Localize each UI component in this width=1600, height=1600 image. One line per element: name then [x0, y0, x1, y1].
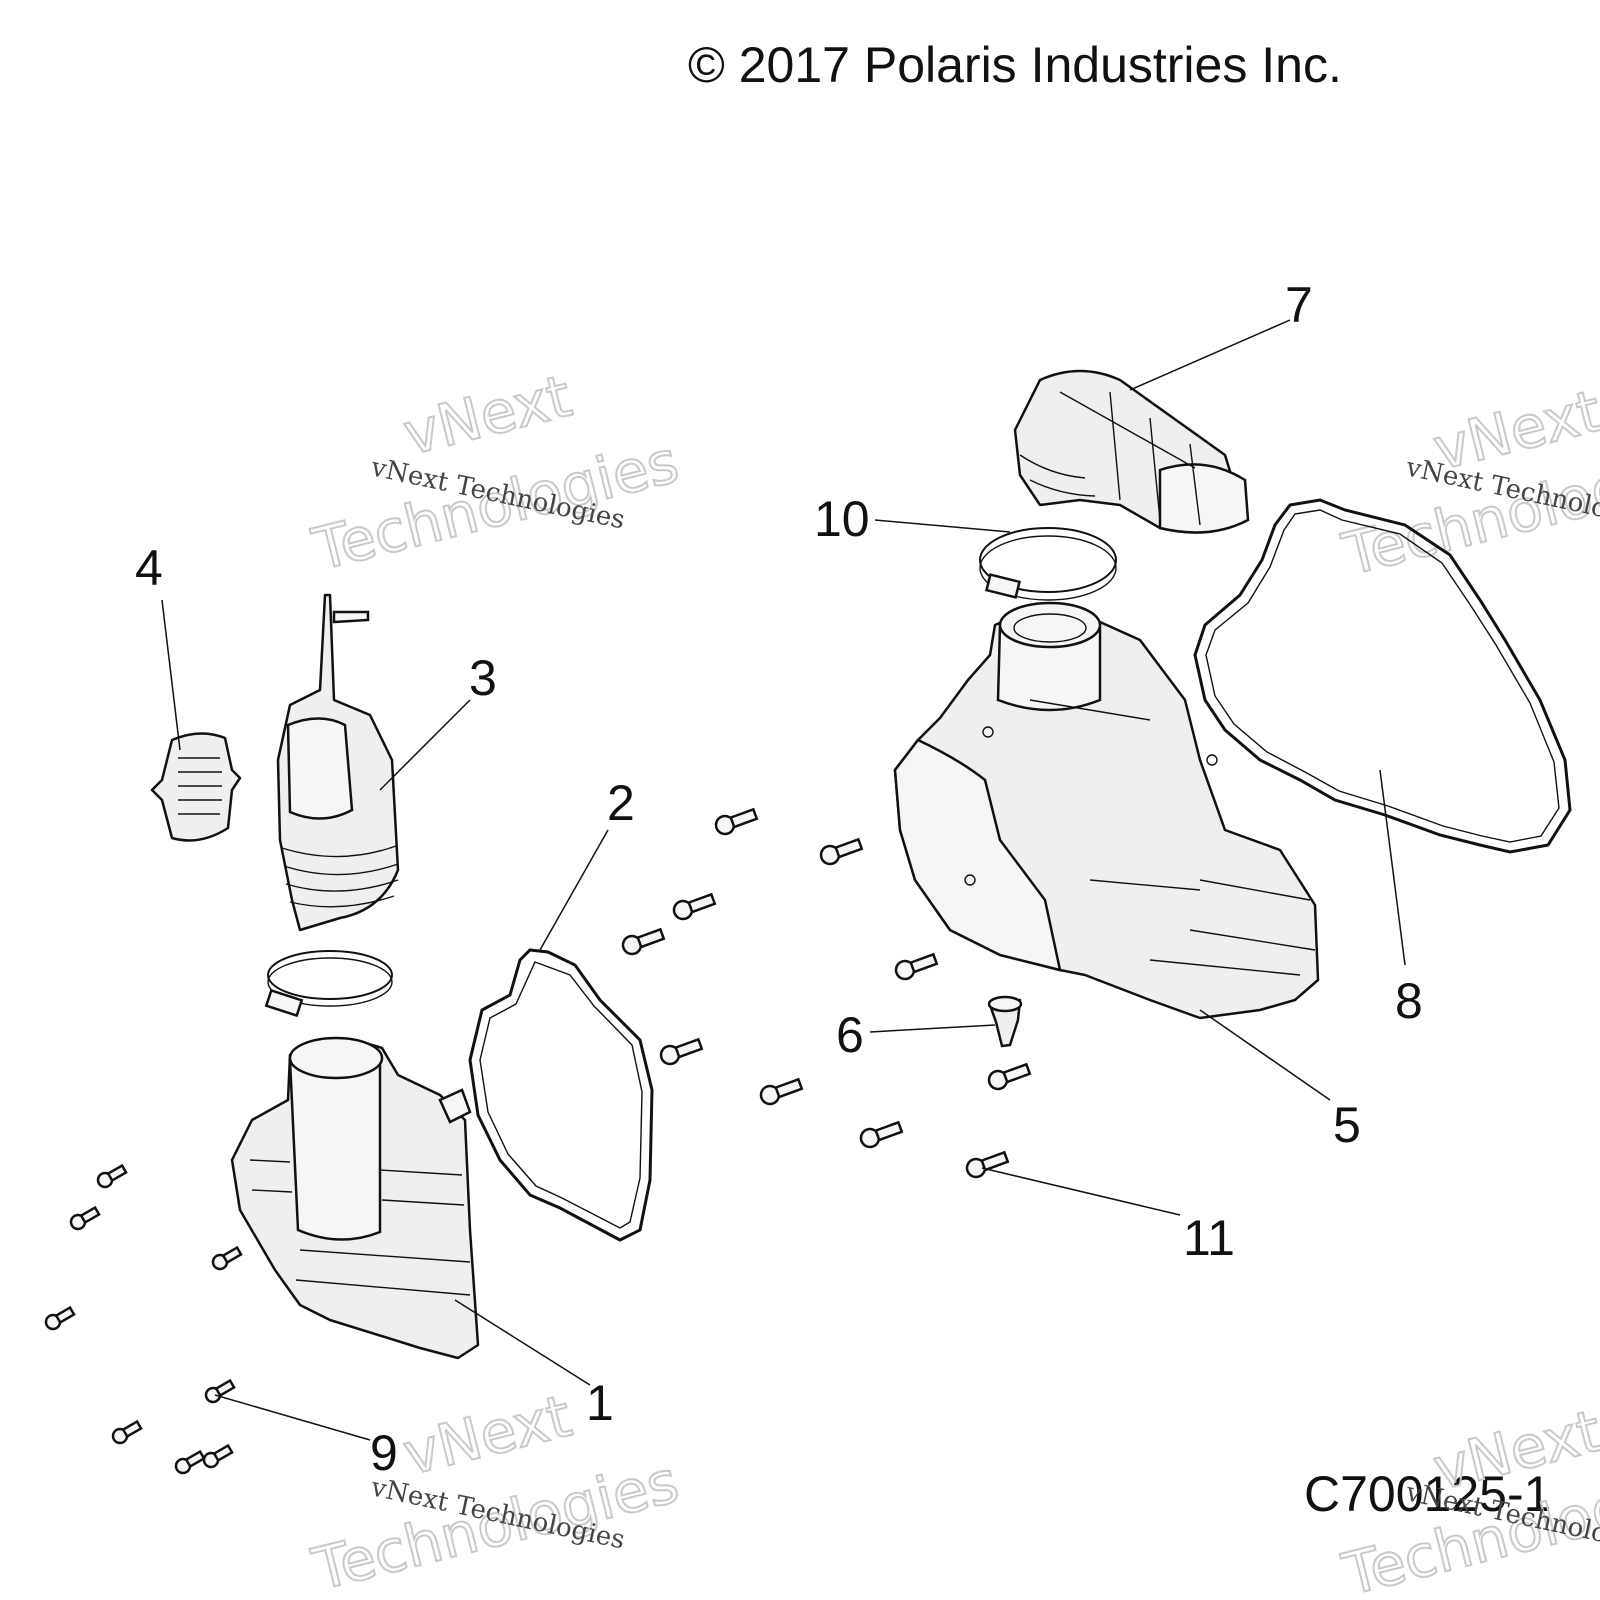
watermark-bottom-right: vNext Technologies vNext Technologies: [1335, 1396, 1600, 1600]
callout-7: 7: [1285, 277, 1313, 333]
callout-6: 6: [836, 1007, 864, 1063]
part-clamp-lower: [264, 950, 393, 1018]
figure-id: C700125-1: [1304, 1466, 1552, 1522]
callout-3: 3: [469, 650, 497, 706]
svg-text:vNext: vNext: [397, 362, 578, 469]
callout-2: 2: [607, 775, 635, 831]
callout-9: 9: [370, 1425, 398, 1481]
callout-5: 5: [1333, 1097, 1361, 1153]
screws-upper: [621, 807, 1032, 1179]
copyright-notice: © 2017 Polaris Industries Inc.: [688, 37, 1342, 93]
part-1-lower-cover: [230, 1036, 480, 1360]
callout-8: 8: [1395, 973, 1423, 1029]
callout-4: 4: [135, 540, 163, 596]
part-4-inlet-screen: [150, 732, 242, 842]
part-5-upper-housing: [893, 601, 1320, 1020]
watermark-bottom-left: vNext Technologies vNext Technologies: [305, 1381, 686, 1600]
callout-11: 11: [1183, 1210, 1235, 1266]
part-2-gasket: [468, 948, 654, 1242]
watermark-top-left: vNext Technologies vNext Technologies: [305, 361, 686, 585]
part-10-clamp: [979, 527, 1117, 601]
callout-1: 1: [586, 1375, 614, 1431]
part-3-intake-boot: [276, 593, 400, 932]
leader-lines: [161, 319, 1406, 1441]
part-7-elbow-duct: [1013, 369, 1250, 534]
svg-text:vNext: vNext: [397, 1382, 578, 1489]
callout-10: 10: [814, 491, 870, 547]
part-6-grommet: [987, 995, 1023, 1048]
watermark-top-right: vNext Technologies vNext Technologies: [1335, 376, 1600, 590]
screws-lower-left: [44, 1163, 243, 1475]
part-8-large-gasket: [1193, 498, 1572, 854]
